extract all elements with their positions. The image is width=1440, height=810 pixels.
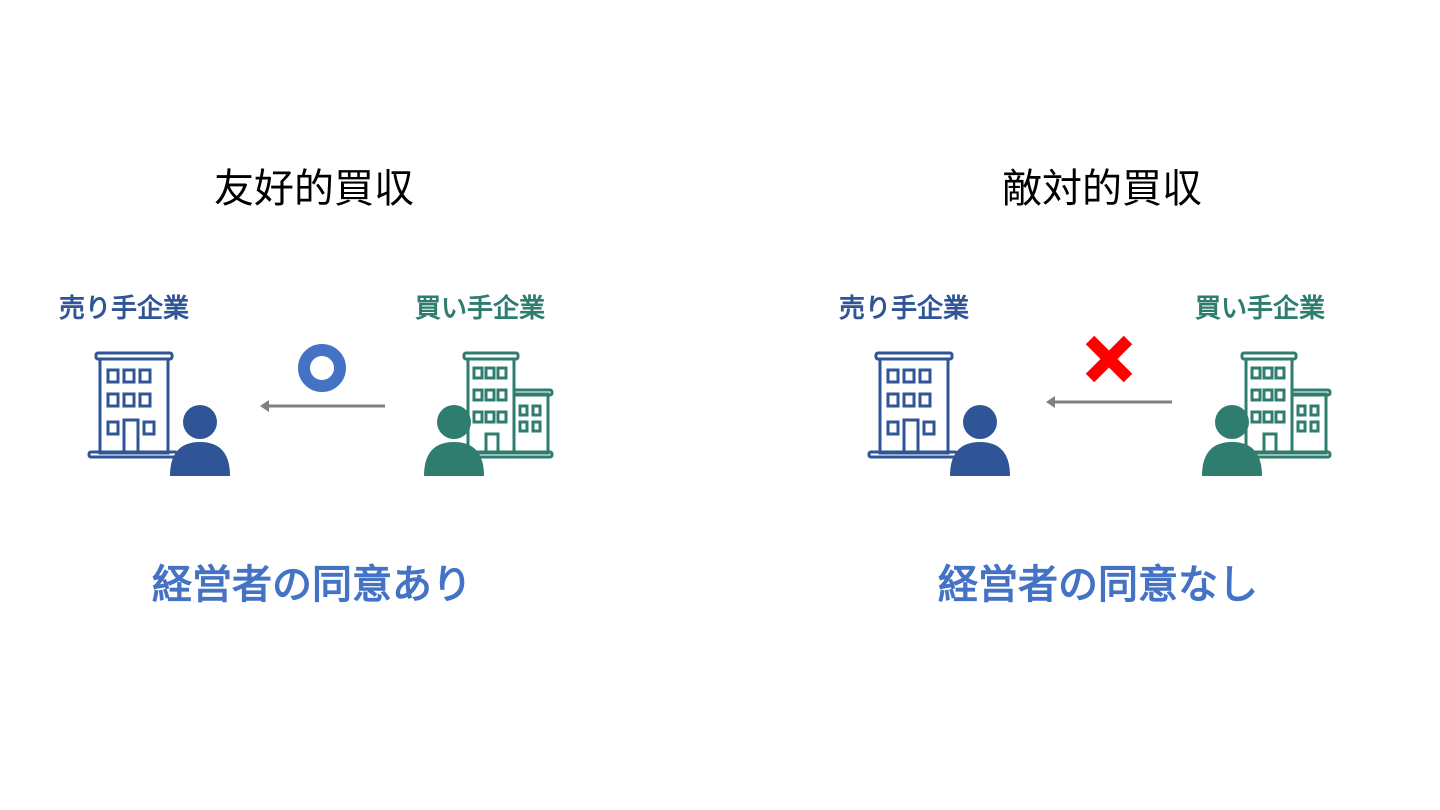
seller-company-icon: [87, 351, 230, 476]
arrow-left-icon: [260, 400, 385, 412]
seller-label: 売り手企業: [839, 294, 970, 324]
seller-person-icon: [170, 405, 230, 476]
cross-mark-icon: [1085, 335, 1133, 383]
consent-text: 経営者の同意なし: [938, 562, 1258, 608]
circle-mark-icon: [298, 344, 346, 392]
buyer-person-icon: [424, 405, 484, 476]
seller-company-icon: [867, 351, 1010, 476]
hostile-title: 敵対的買収: [1002, 166, 1202, 212]
buyer-person-icon: [1202, 405, 1262, 476]
friendly-title: 友好的買収: [214, 166, 414, 212]
buyer-company-icon: [424, 351, 554, 476]
consent-text: 経営者の同意あり: [152, 562, 472, 608]
buyer-label: 買い手企業: [415, 294, 546, 324]
buyer-label: 買い手企業: [1195, 294, 1326, 324]
buyer-company-icon: [1202, 351, 1332, 476]
seller-person-icon: [950, 405, 1010, 476]
seller-label: 売り手企業: [59, 294, 190, 324]
arrow-left-icon: [1046, 396, 1172, 408]
